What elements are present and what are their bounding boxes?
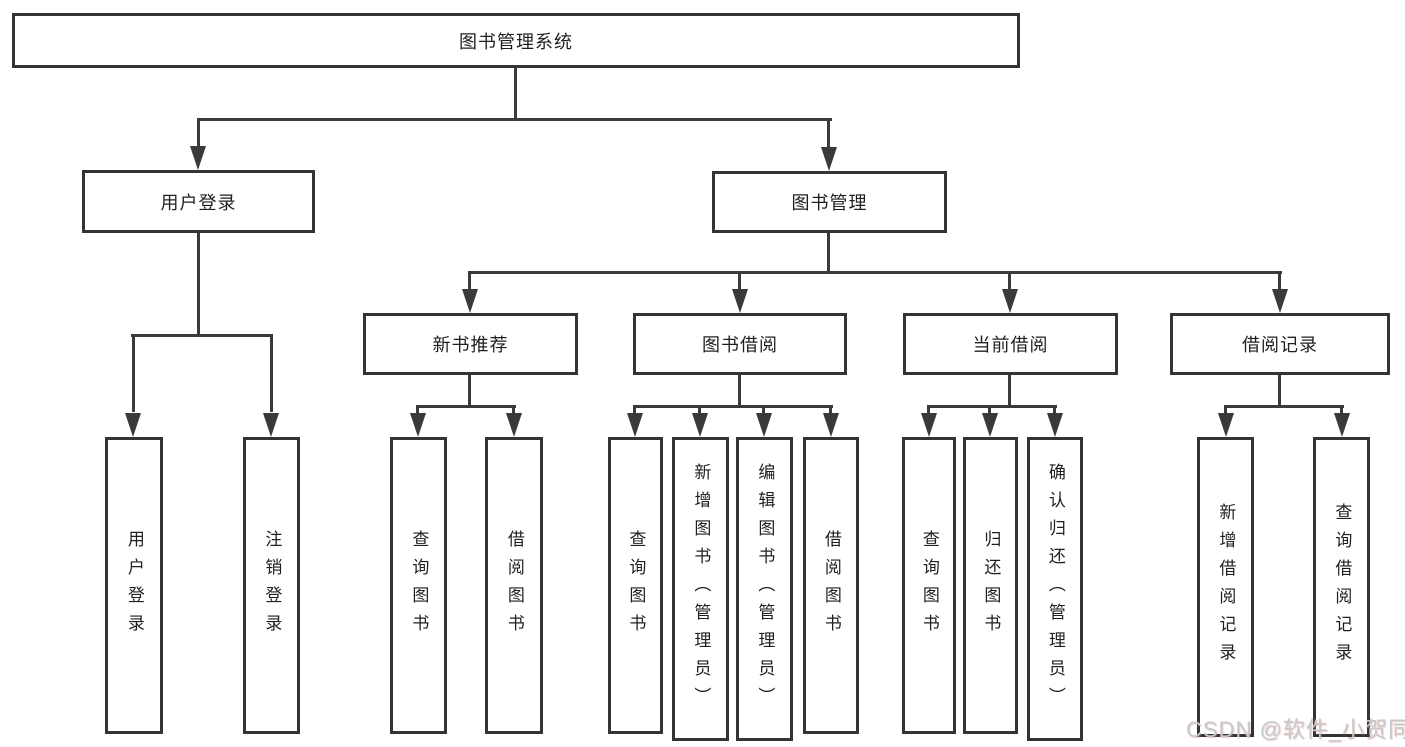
connector-stem-user-login <box>197 118 200 152</box>
leaf-borrow-books-recommend: 借阅图书 <box>485 437 543 734</box>
connector-stem-new-books <box>468 271 471 293</box>
connector-userlogin-hline <box>131 334 272 337</box>
arrow-down-leaf <box>823 413 839 437</box>
connector-stem-leaf <box>1340 405 1343 417</box>
connector-newbooks-vline <box>468 375 471 408</box>
leaf-label: 用户登录 <box>124 529 144 642</box>
node-label: 用户登录 <box>160 192 237 213</box>
leaf-label: 确认归还（管理员） <box>1045 463 1065 715</box>
leaf-user-login: 用户登录 <box>105 437 163 734</box>
leaf-label: 借阅图书 <box>821 529 841 642</box>
connector-bookmgmt-hline <box>468 271 1282 274</box>
leaf-label: 借阅图书 <box>504 529 524 642</box>
connector-stem-login-leaf <box>132 334 135 412</box>
leaf-label: 查询借阅记录 <box>1332 503 1352 671</box>
connector-stem-current <box>1008 271 1011 293</box>
leaf-add-books-admin: 新增图书（管理员） <box>672 437 729 741</box>
connector-stem-leaf <box>1053 405 1056 417</box>
connector-stem-leaf <box>1224 405 1227 417</box>
connector-records-hline <box>1224 405 1344 408</box>
leaf-query-books-recommend: 查询图书 <box>390 437 447 734</box>
leaf-logout: 注销登录 <box>243 437 300 734</box>
connector-root-hline <box>197 118 832 121</box>
leaf-edit-books-admin: 编辑图书（管理员） <box>736 437 793 741</box>
connector-stem-leaf <box>829 405 832 417</box>
arrow-down-leaf <box>921 413 937 437</box>
connector-records-vline <box>1278 375 1281 408</box>
arrow-down-book-mgmt <box>821 147 837 171</box>
node-book-management: 图书管理 <box>712 171 947 233</box>
node-label: 新书推荐 <box>432 335 509 355</box>
connector-stem-logout-leaf <box>270 334 273 412</box>
leaf-query-borrow-record: 查询借阅记录 <box>1313 437 1370 737</box>
node-label: 图书管理 <box>791 193 868 213</box>
connector-stem-leaf <box>698 405 701 417</box>
arrow-down-leaf <box>410 413 426 437</box>
leaf-label: 查询图书 <box>626 529 646 642</box>
arrow-down-logout-leaf <box>263 413 279 437</box>
connector-current-hline <box>927 405 1057 408</box>
leaf-label: 编辑图书（管理员） <box>755 463 775 715</box>
arrow-down-login-leaf <box>125 413 141 437</box>
arrow-down-borrowing <box>732 289 748 313</box>
node-label: 当前借阅 <box>972 335 1049 355</box>
arrow-down-new-books <box>462 289 478 313</box>
node-current-borrowing: 当前借阅 <box>903 313 1118 375</box>
connector-borrowing-vline <box>738 375 741 408</box>
node-label: 图书管理系统 <box>459 31 573 52</box>
arrow-down-leaf <box>1047 413 1063 437</box>
connector-current-vline <box>1008 375 1011 408</box>
connector-bookmgmt-vline <box>827 233 830 273</box>
connector-stem-leaf <box>762 405 765 417</box>
arrow-down-records <box>1272 289 1288 313</box>
arrow-down-leaf <box>627 413 643 437</box>
connector-stem-leaf <box>416 405 419 417</box>
arrow-down-current <box>1002 289 1018 313</box>
node-library-management-system: 图书管理系统 <box>12 13 1020 68</box>
leaf-return-books: 归还图书 <box>963 437 1018 734</box>
csdn-watermark: CSDN @软件_小贺同学 <box>1186 717 1405 742</box>
connector-stem-leaf <box>988 405 991 417</box>
connector-borrowing-hline <box>633 405 833 408</box>
arrow-down-leaf <box>982 413 998 437</box>
leaf-label: 查询图书 <box>919 529 939 642</box>
connector-stem-leaf <box>512 405 515 417</box>
node-label: 图书借阅 <box>702 335 778 355</box>
arrow-down-leaf <box>692 413 708 437</box>
connector-stem-leaf <box>633 405 636 417</box>
connector-stem-records <box>1278 271 1281 293</box>
connector-newbooks-hline <box>416 405 516 408</box>
node-book-borrowing: 图书借阅 <box>633 313 847 375</box>
arrow-down-leaf <box>756 413 772 437</box>
connector-userlogin-vline <box>197 233 200 336</box>
connector-stem-leaf <box>927 405 930 417</box>
arrow-down-user-login <box>190 146 206 170</box>
node-new-book-recommend: 新书推荐 <box>363 313 578 375</box>
leaf-query-books-borrowing: 查询图书 <box>608 437 663 734</box>
leaf-label: 新增图书（管理员） <box>691 463 711 715</box>
connector-stem-borrowing <box>738 271 741 293</box>
leaf-query-books-current: 查询图书 <box>902 437 956 734</box>
node-borrowing-records: 借阅记录 <box>1170 313 1390 375</box>
connector-stem-book-mgmt <box>827 118 830 152</box>
leaf-add-borrow-record: 新增借阅记录 <box>1197 437 1254 737</box>
node-user-login: 用户登录 <box>82 170 315 233</box>
leaf-label: 注销登录 <box>262 529 282 642</box>
leaf-label: 新增借阅记录 <box>1216 503 1236 671</box>
arrow-down-leaf <box>1334 413 1350 437</box>
arrow-down-leaf <box>506 413 522 437</box>
leaf-label: 查询图书 <box>409 529 429 642</box>
leaf-label: 归还图书 <box>981 529 1001 642</box>
connector-root-vline <box>514 68 517 120</box>
node-label: 借阅记录 <box>1242 335 1318 355</box>
arrow-down-leaf <box>1218 413 1234 437</box>
leaf-borrow-books: 借阅图书 <box>803 437 859 734</box>
leaf-confirm-return-admin: 确认归还（管理员） <box>1027 437 1083 741</box>
